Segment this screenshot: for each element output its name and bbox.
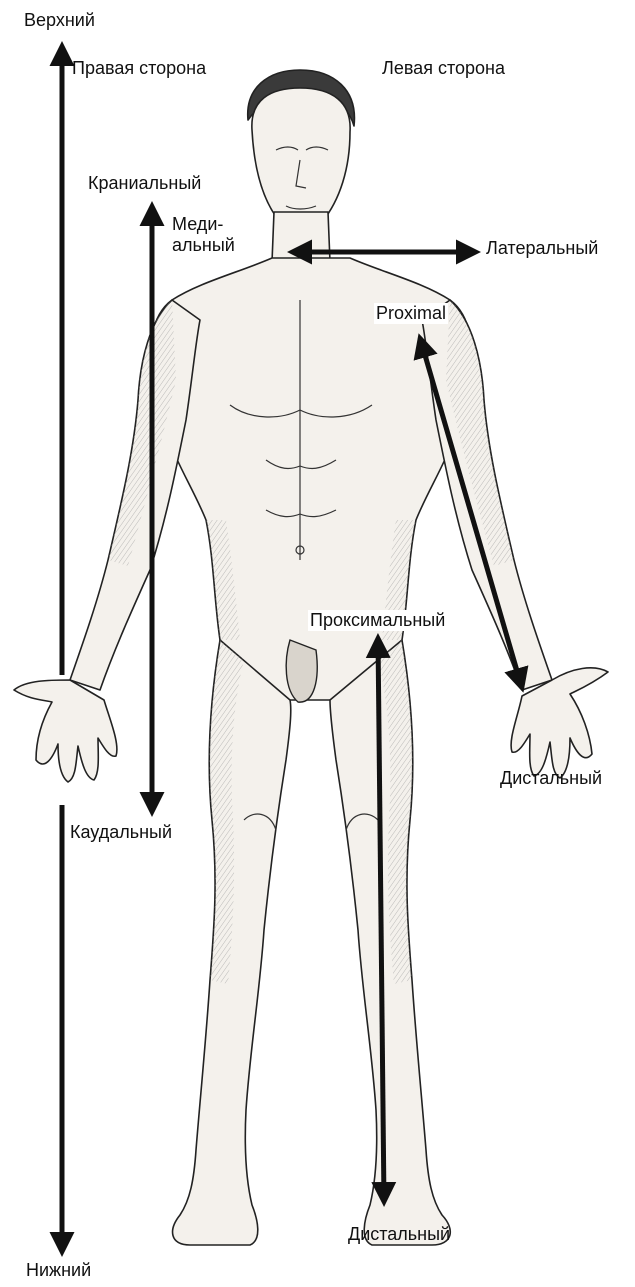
label-proximal-leg: Проксимальный: [308, 610, 447, 631]
label-cranial: Краниальный: [88, 173, 201, 194]
label-inferior: Нижний: [26, 1260, 91, 1281]
label-medial-line1: Меди-: [172, 214, 235, 235]
label-distal-arm: Дистальный: [500, 768, 602, 789]
label-medial: Меди- альный: [172, 214, 235, 255]
label-proximal-arm: Proximal: [374, 303, 448, 324]
arm-proximal-distal-arrow: [420, 338, 522, 688]
label-lateral: Латеральный: [486, 238, 598, 259]
label-superior: Верхний: [24, 10, 95, 31]
label-medial-line2: альный: [172, 235, 235, 256]
label-caudal: Каудальный: [68, 822, 174, 843]
label-distal-leg: Дистальный: [348, 1224, 450, 1245]
leg-proximal-distal-arrow: [378, 638, 384, 1202]
label-left-side: Левая сторона: [382, 58, 505, 79]
label-right-side: Правая сторона: [72, 58, 206, 79]
